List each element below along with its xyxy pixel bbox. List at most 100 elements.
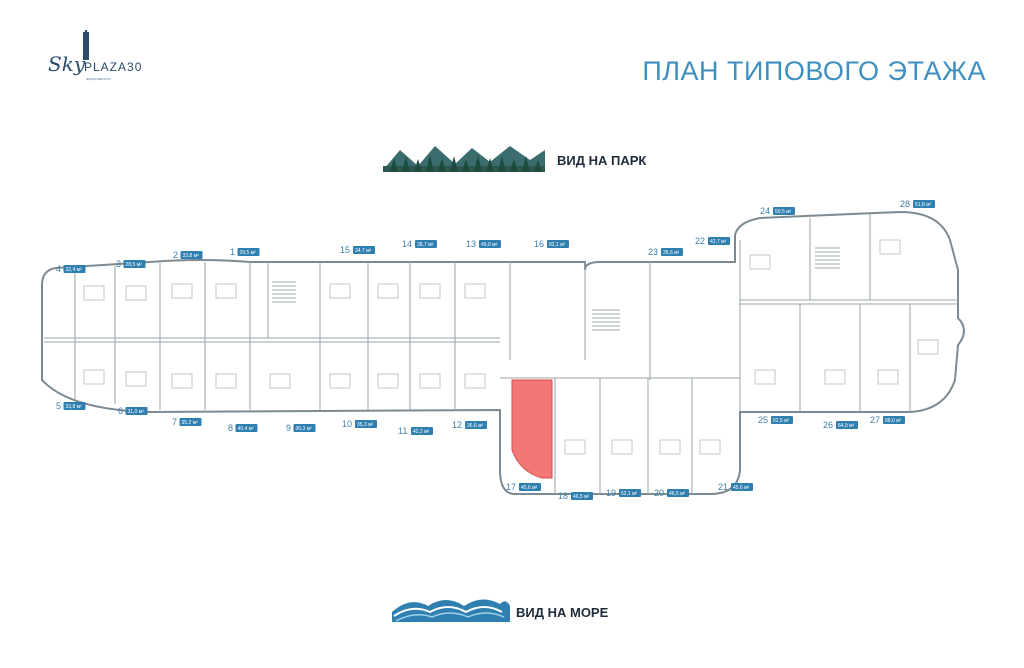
unit-number: 18	[558, 491, 568, 501]
unit-area-tag: 62,5 м²	[771, 416, 793, 424]
unit-area-tag: 29,5 м²	[237, 248, 260, 256]
unit-area: 45,6 м²	[733, 485, 750, 491]
unit-area-tag: 82,1 м²	[547, 240, 569, 248]
unit-number: 15	[340, 245, 350, 255]
unit-area-tag: 49,0 м²	[479, 240, 501, 248]
unit-label-20[interactable]: 20 46,5 м²	[654, 488, 689, 498]
unit-area: 50,5 м²	[775, 209, 792, 215]
logo-subtitle: апартаменты	[86, 76, 111, 81]
unit-number: 7	[172, 417, 177, 427]
unit-number: 1	[230, 247, 235, 257]
unit-label-8[interactable]: 8 40,4 м²	[228, 423, 258, 433]
unit-label-6[interactable]: 6 31,0 м²	[118, 406, 148, 416]
unit-area-tag: 36,3 м²	[293, 424, 316, 432]
unit-area: 28,5 м²	[126, 262, 143, 268]
unit-label-15[interactable]: 15 34,7 м²	[340, 245, 375, 255]
unit-label-3[interactable]: 3 28,5 м²	[116, 259, 146, 269]
unit-number: 5	[56, 401, 61, 411]
unit-area-tag: 33,8 м²	[180, 251, 203, 259]
unit-area-tag: 46,5 м²	[667, 489, 689, 497]
unit-area-tag: 50,5 м²	[773, 207, 795, 215]
unit-number: 20	[654, 488, 664, 498]
logo-plaza: PLAZA30	[84, 60, 143, 74]
unit-area-tag: 45,6 м²	[519, 483, 541, 491]
unit-area: 62,5 м²	[773, 418, 790, 424]
unit-area-tag: 32,4 м²	[63, 265, 86, 273]
unit-area: 34,7 м²	[355, 248, 372, 254]
unit-area: 35,2 м²	[182, 420, 199, 426]
unit-area: 46,5 м²	[573, 494, 590, 500]
unit-number: 22	[695, 236, 705, 246]
unit-area: 42,2 м²	[413, 429, 430, 435]
interior-walls	[44, 214, 958, 494]
unit-number: 11	[398, 426, 407, 436]
unit-area-tag: 40,4 м²	[235, 424, 258, 432]
unit-number: 8	[228, 423, 233, 433]
unit-number: 24	[760, 206, 770, 216]
furniture	[83, 239, 939, 455]
unit-number: 2	[173, 250, 178, 260]
unit-label-18[interactable]: 18 46,5 м²	[558, 491, 593, 501]
unit-area: 51,8 м²	[915, 202, 932, 208]
unit-area-tag: 31,0 м²	[125, 407, 148, 415]
unit-area-tag: 52,1 м²	[619, 489, 641, 497]
unit-area: 45,6 м²	[521, 485, 538, 491]
unit-area-tag: 36,6 м²	[465, 421, 487, 429]
unit-number: 19	[606, 488, 616, 498]
unit-label-7[interactable]: 7 35,2 м²	[172, 417, 202, 427]
unit-area-tag: 46,5 м²	[571, 492, 593, 500]
unit-label-24[interactable]: 24 50,5 м²	[760, 206, 795, 216]
view-park-label: ВИД НА ПАРК	[557, 153, 647, 168]
unit-area: 31,0 м²	[128, 409, 145, 415]
unit-number: 9	[286, 423, 291, 433]
unit-area-tag: 34,7 м²	[353, 246, 375, 254]
unit-area: 36,6 м²	[467, 423, 484, 429]
unit-label-21[interactable]: 21 45,6 м²	[718, 482, 753, 492]
unit-area-tag: 33,8 м²	[63, 402, 86, 410]
unit-label-17[interactable]: 17 45,6 м²	[506, 482, 541, 492]
unit-area: 35,6 м²	[663, 250, 680, 256]
unit-area: 35,3 м²	[357, 422, 374, 428]
sky-plaza-logo: Sky PLAZA30 апартаменты	[44, 30, 154, 86]
unit-area: 52,1 м²	[621, 491, 638, 497]
unit-label-5[interactable]: 5 33,8 м²	[56, 401, 86, 411]
waves-icon	[392, 599, 510, 622]
unit-label-11[interactable]: 11 42,2 м²	[398, 426, 433, 436]
unit-area: 49,0 м²	[481, 242, 498, 248]
unit-area: 33,8 м²	[66, 404, 83, 410]
unit-number: 3	[116, 259, 121, 269]
unit-label-10[interactable]: 10 35,3 м²	[342, 419, 377, 429]
unit-area: 46,5 м²	[669, 491, 686, 497]
unit-label-19[interactable]: 19 52,1 м²	[606, 488, 641, 498]
unit-number: 21	[718, 482, 728, 492]
unit-area-tag: 42,7 м²	[708, 237, 730, 245]
logo-sky: Sky	[48, 52, 86, 76]
tower-icon	[83, 30, 89, 60]
highlighted-unit-17[interactable]	[511, 379, 553, 479]
unit-number: 6	[118, 406, 123, 416]
unit-area-tag: 28,5 м²	[123, 260, 146, 268]
unit-area: 40,4 м²	[238, 426, 255, 432]
stairwell-icons	[272, 247, 840, 331]
unit-number: 10	[342, 419, 352, 429]
unit-number: 17	[506, 482, 516, 492]
building-outline	[41, 210, 965, 495]
unit-area: 88,0 м²	[885, 418, 902, 424]
unit-area-tag: 64,9 м²	[836, 421, 858, 429]
